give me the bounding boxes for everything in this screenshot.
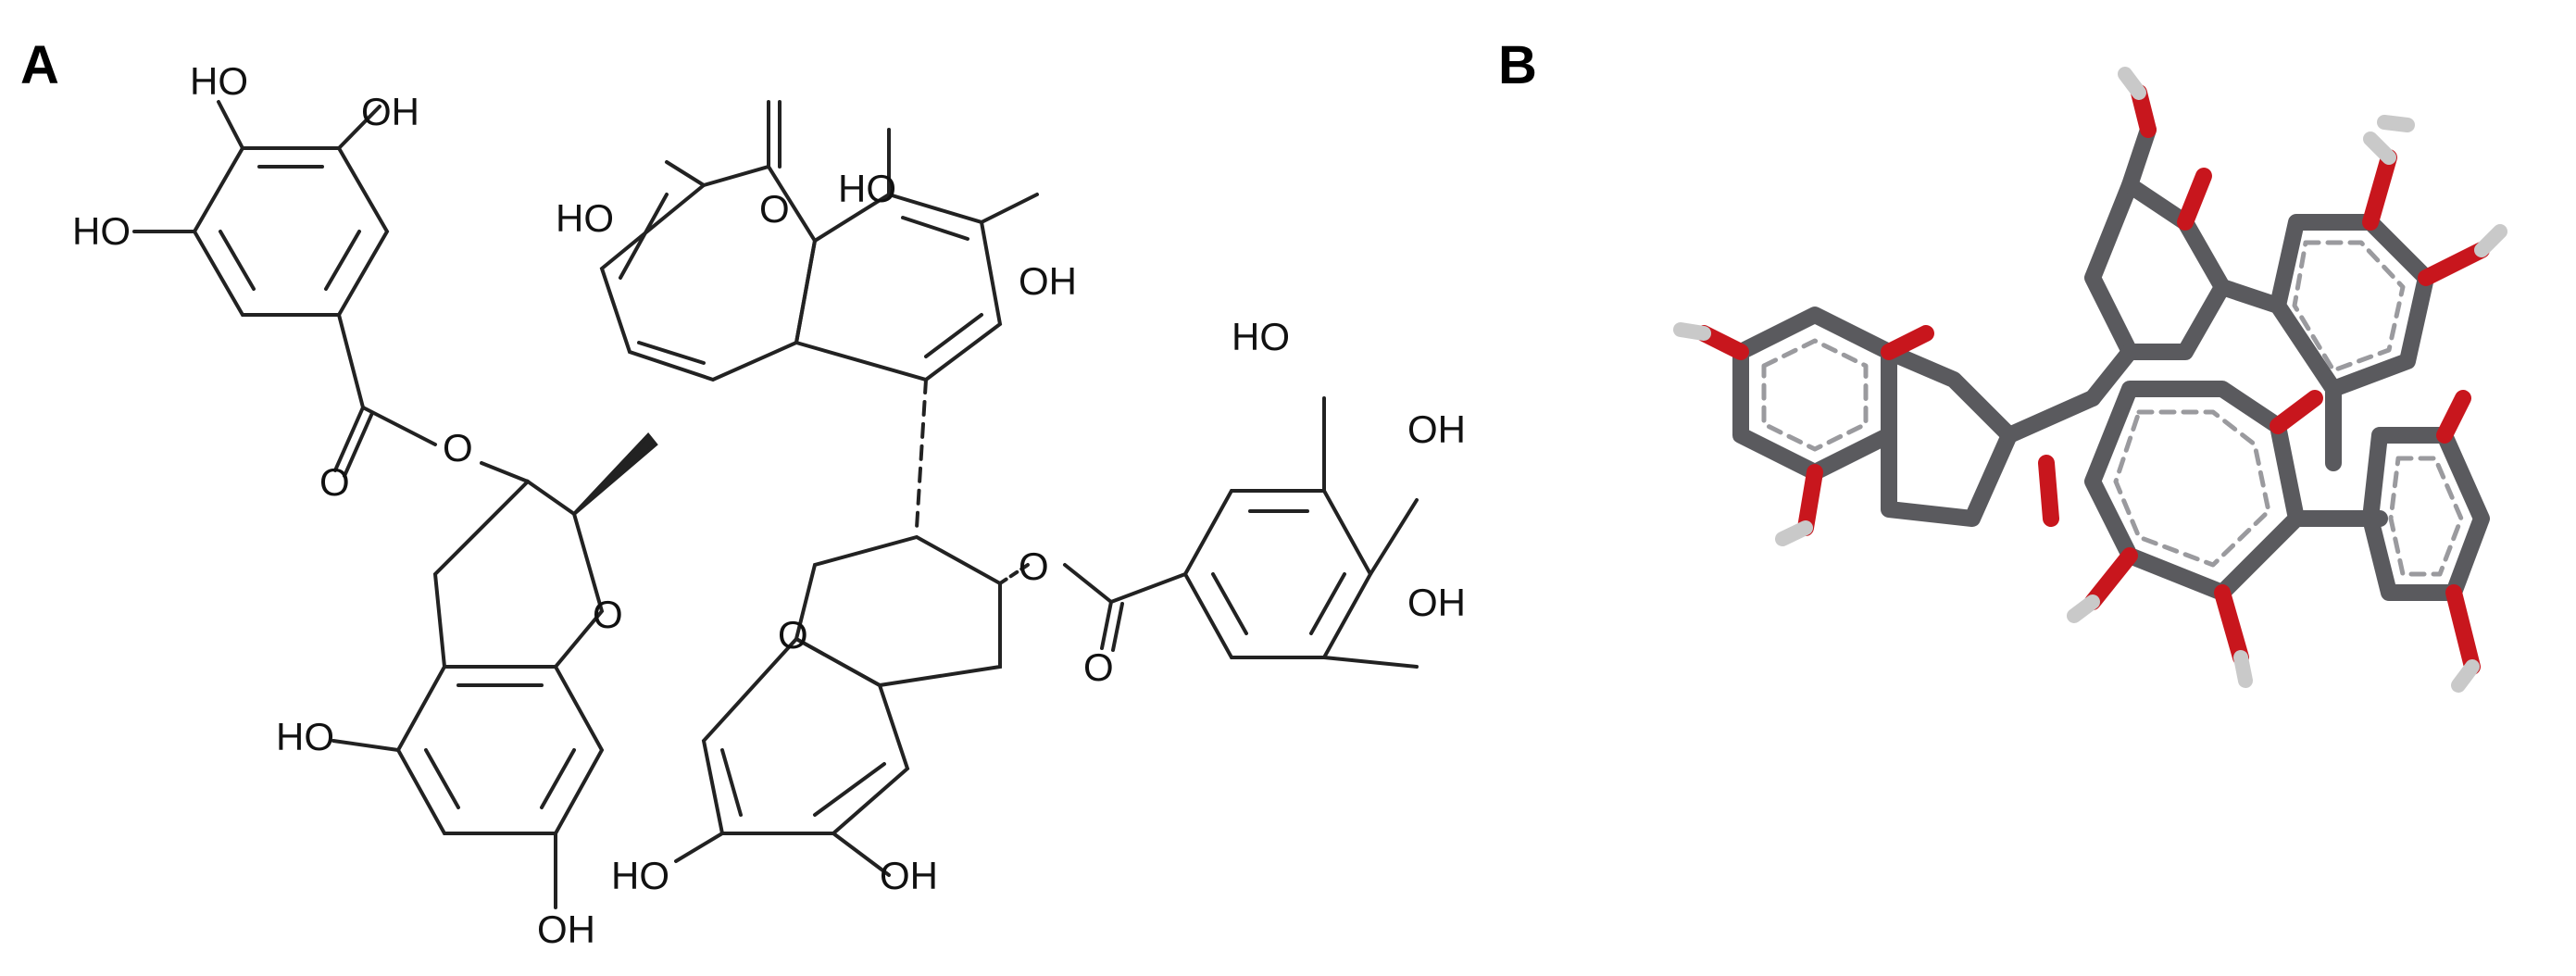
oh-label: HO xyxy=(190,59,248,103)
flavan-left xyxy=(331,479,605,909)
oh-label: HO xyxy=(611,854,669,897)
ester-oxygen-label: O xyxy=(1019,544,1049,588)
ester-oxygen-label: O xyxy=(443,426,473,469)
carbonyl-oxygen-label: O xyxy=(319,460,350,504)
oxygen-sticks xyxy=(1695,84,2490,675)
flavan-right xyxy=(674,378,1002,877)
carbonyl-oxygen-label: O xyxy=(1083,645,1114,689)
aromatic-dashes xyxy=(1761,240,2464,577)
ester-left xyxy=(333,406,530,483)
atom-labels: HO OH HO O O O HO OH HO O HO OH O O O HO… xyxy=(72,59,1466,951)
ester-right xyxy=(998,563,1187,652)
panel-b-label: B xyxy=(1498,35,1537,95)
oh-label: OH xyxy=(880,854,938,897)
benzotropolone-core xyxy=(599,100,1039,382)
oh-label: OH xyxy=(1407,581,1466,624)
oh-label: HO xyxy=(556,196,614,240)
carbonyl-oxygen-label: O xyxy=(759,187,790,231)
structure-2d xyxy=(132,100,1419,909)
oh-label: HO xyxy=(838,167,896,210)
structure-3d xyxy=(1673,67,2507,693)
ring-oxygen-label: O xyxy=(593,593,623,636)
oh-label: HO xyxy=(276,715,334,758)
oh-label: OH xyxy=(361,90,419,133)
oh-label: OH xyxy=(1019,259,1077,303)
ring-oxygen-label: O xyxy=(778,613,808,657)
wedge-bond xyxy=(572,432,658,516)
panel-a-label: A xyxy=(20,35,59,95)
galloyl-ring-right xyxy=(1182,396,1419,669)
oh-label: HO xyxy=(1232,315,1290,358)
oh-label: OH xyxy=(1407,407,1466,451)
galloyl-ring-left xyxy=(132,100,390,409)
oh-label: OH xyxy=(537,907,595,951)
oh-label: HO xyxy=(72,209,131,253)
hydrogen-sticks xyxy=(1673,67,2507,693)
